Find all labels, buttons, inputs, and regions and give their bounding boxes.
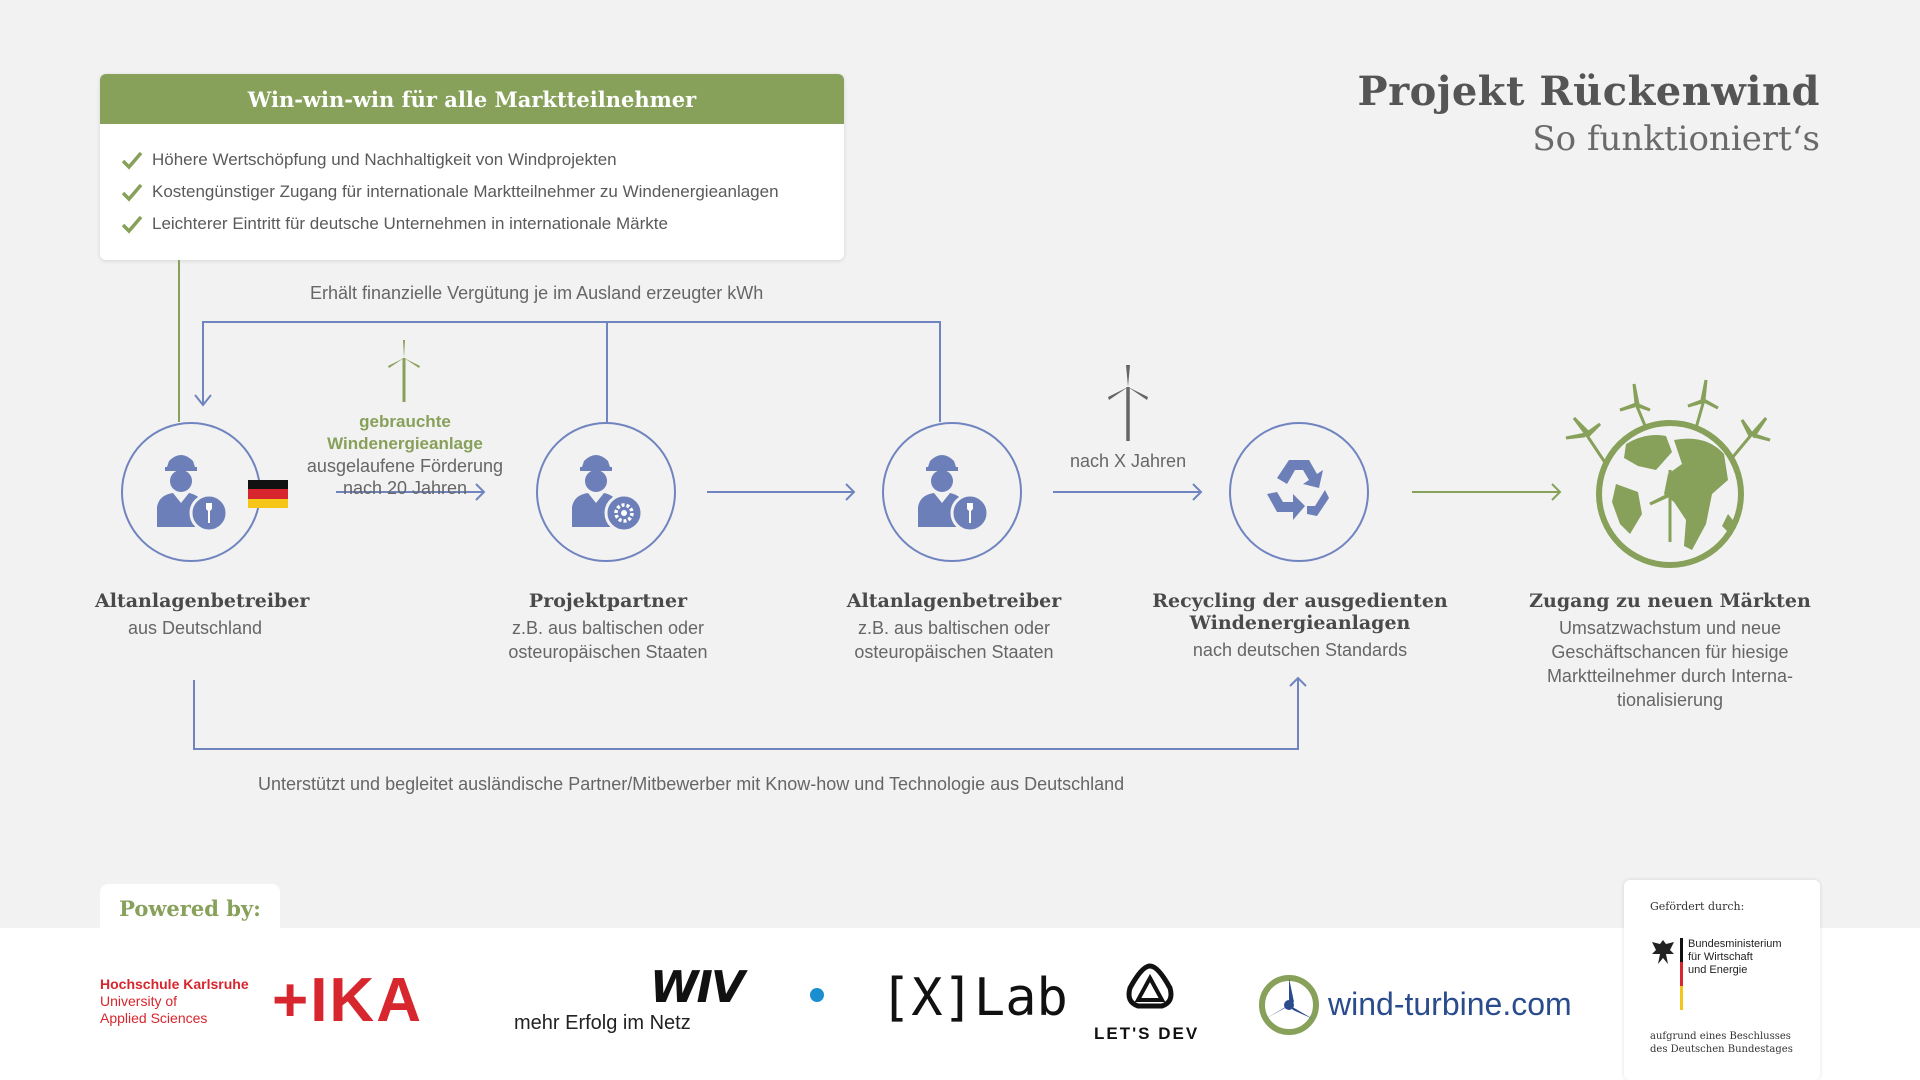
ministry-name: Bundesministerium für Wirtschaft und Ene… <box>1688 938 1782 977</box>
support-label: Unterstützt und begleitet ausländische P… <box>258 774 1125 794</box>
federal-eagle-icon <box>1652 940 1674 964</box>
arrowhead-2 <box>845 483 856 501</box>
benefit-text: Höhere Wertschöpfung und Nachhaltigkeit … <box>152 150 617 169</box>
support-arrowhead <box>1289 676 1307 687</box>
recycle-icon <box>1267 460 1329 520</box>
wind-turbine-com-icon <box>1259 975 1319 1035</box>
funding-box: Gefördert durch: Bundesministerium für W… <box>1624 880 1820 1080</box>
page-subtitle: So funktioniert‘s <box>1532 119 1820 159</box>
arrowhead-4 <box>1551 483 1562 501</box>
xlab-logo[interactable]: [X]Lab <box>880 968 1068 1028</box>
hka-text-block: Hochschule Karlsruhe University of Appli… <box>100 976 249 1027</box>
bundestag-line: des Deutschen Bundestages <box>1650 1044 1793 1055</box>
node-label-2: Projektpartner z.B. aus baltischen oder … <box>458 590 758 664</box>
benefits-card: Win-win-win für alle Marktteilnehmer Höh… <box>100 74 844 260</box>
node-title: Altanlagenbetreiber <box>846 590 1062 612</box>
check-icon <box>121 151 143 170</box>
node-title: Projektpartner <box>528 590 688 612</box>
ministry-line: Bundesministerium <box>1688 938 1782 950</box>
bundestag-note: aufgrund eines Beschlusses des Deutschen… <box>1650 1030 1793 1056</box>
funded-by-label: Gefördert durch: <box>1650 900 1745 913</box>
ministry-line: für Wirtschaft <box>1688 951 1753 963</box>
page-title: Projekt Rückenwind <box>1357 68 1820 115</box>
node-subtitle: Geschäftschancen für hiesige <box>1551 642 1789 662</box>
worker-wrench-icon <box>918 455 990 533</box>
used-turbine-label: gebrauchte Windenergieanlage <box>327 412 483 453</box>
after-20-years-label: nach 20 Jahren <box>342 478 468 498</box>
feedback-label: Erhält finanzielle Vergütung je im Ausla… <box>310 283 764 303</box>
partner-gear-icon <box>572 455 644 533</box>
hka-applied: Applied Sciences <box>100 1010 208 1026</box>
hka-logo[interactable]: +IKA <box>272 966 423 1035</box>
operator-abroad-circle <box>882 422 1022 562</box>
feedback-arrowhead <box>194 394 212 407</box>
title-block: Projekt Rückenwind So funktioniert‘s <box>1358 68 1820 159</box>
benefit-item: Höhere Wertschöpfung und Nachhaltigkeit … <box>120 144 844 176</box>
node-subtitle: osteuropäischen Staaten <box>508 642 708 662</box>
node-subtitle: nach deutschen Standards <box>1192 640 1408 660</box>
feedback-loop-line <box>202 321 941 422</box>
letsdev-logo[interactable]: LET'S DEV <box>1094 1024 1200 1043</box>
node-title: Zugang zu neuen Märkten <box>1529 590 1811 612</box>
benefits-heading: Win-win-win für alle Marktteilnehmer <box>100 74 844 124</box>
worker-wrench-icon <box>157 455 229 533</box>
globe-turbines-icon <box>1565 379 1771 568</box>
transfer-label-group: gebrauchte Windenergieanlage ausgelaufen… <box>280 411 530 499</box>
node-subtitle: Marktteilnehmer durch Interna- <box>1546 666 1794 686</box>
benefit-text: Leichterer Eintritt für deutsche Unterne… <box>152 214 668 233</box>
benefit-text: Kostengünstiger Zugang für international… <box>152 182 779 201</box>
after-x-years-label: nach X Jahren <box>1070 451 1187 471</box>
support-loop-line <box>193 678 1299 750</box>
benefit-item: Leichterer Eintritt für deutsche Unterne… <box>120 208 844 240</box>
node-title-line2: Windenergieanlagen <box>1189 612 1411 634</box>
node-subtitle: osteuropäischen Staaten <box>854 642 1054 662</box>
footer-bar <box>0 928 1920 1080</box>
wind-turbine-com-logo[interactable]: wind-turbine.com <box>1328 986 1572 1022</box>
benefit-item: Kostengünstiger Zugang für international… <box>120 176 844 208</box>
hka-university: University of <box>100 993 178 1009</box>
node-subtitle: Umsatzwachstum und neue <box>1558 618 1782 638</box>
node-label-5: Zugang zu neuen Märkten Umsatzwachstum u… <box>1510 590 1830 712</box>
federal-colors-bar <box>1680 938 1683 1010</box>
node-subtitle: z.B. aus baltischen oder <box>511 618 705 638</box>
wiv-logo[interactable]: WIV <box>650 962 745 1013</box>
germany-flag-icon <box>248 480 288 508</box>
benefits-list: Höhere Wertschöpfung und Nachhaltigkeit … <box>100 124 844 240</box>
hka-name: Hochschule Karlsruhe <box>100 976 249 992</box>
expired-funding-label: ausgelaufene Förderung <box>306 456 504 476</box>
letsdev-triangle-icon <box>1126 963 1174 1009</box>
operator-germany-circle <box>121 422 261 562</box>
check-icon <box>121 215 143 234</box>
check-icon <box>121 183 143 202</box>
bundestag-line: aufgrund eines Beschlusses <box>1650 1031 1791 1042</box>
node-title: Recycling der ausgedienten <box>1152 590 1448 612</box>
node-title: Altanlagenbetreiber <box>95 590 310 612</box>
wind-turbine-gray-icon <box>1108 365 1148 441</box>
node-label-4: Recycling der ausgedienten Windenergiean… <box>1140 590 1460 662</box>
node-label-3: Altanlagenbetreiber z.B. aus baltischen … <box>804 590 1104 664</box>
node-subtitle: z.B. aus baltischen oder <box>857 618 1051 638</box>
project-partner-circle <box>536 422 676 562</box>
node-subtitle: aus Deutschland <box>127 618 263 638</box>
wiv-tagline: mehr Erfolg im Netz <box>514 1012 691 1034</box>
powered-by-label: Powered by: <box>100 884 280 932</box>
recycling-circle <box>1229 422 1369 562</box>
wind-turbine-icon <box>388 340 420 402</box>
wiv-dot-icon <box>810 988 824 1002</box>
arrowhead-1 <box>475 483 486 501</box>
node-label-1: Altanlagenbetreiber aus Deutschland <box>95 590 310 640</box>
node-subtitle: tionalisierung <box>1616 690 1724 710</box>
arrowhead-3 <box>1192 483 1203 501</box>
ministry-line: und Energie <box>1688 964 1748 976</box>
